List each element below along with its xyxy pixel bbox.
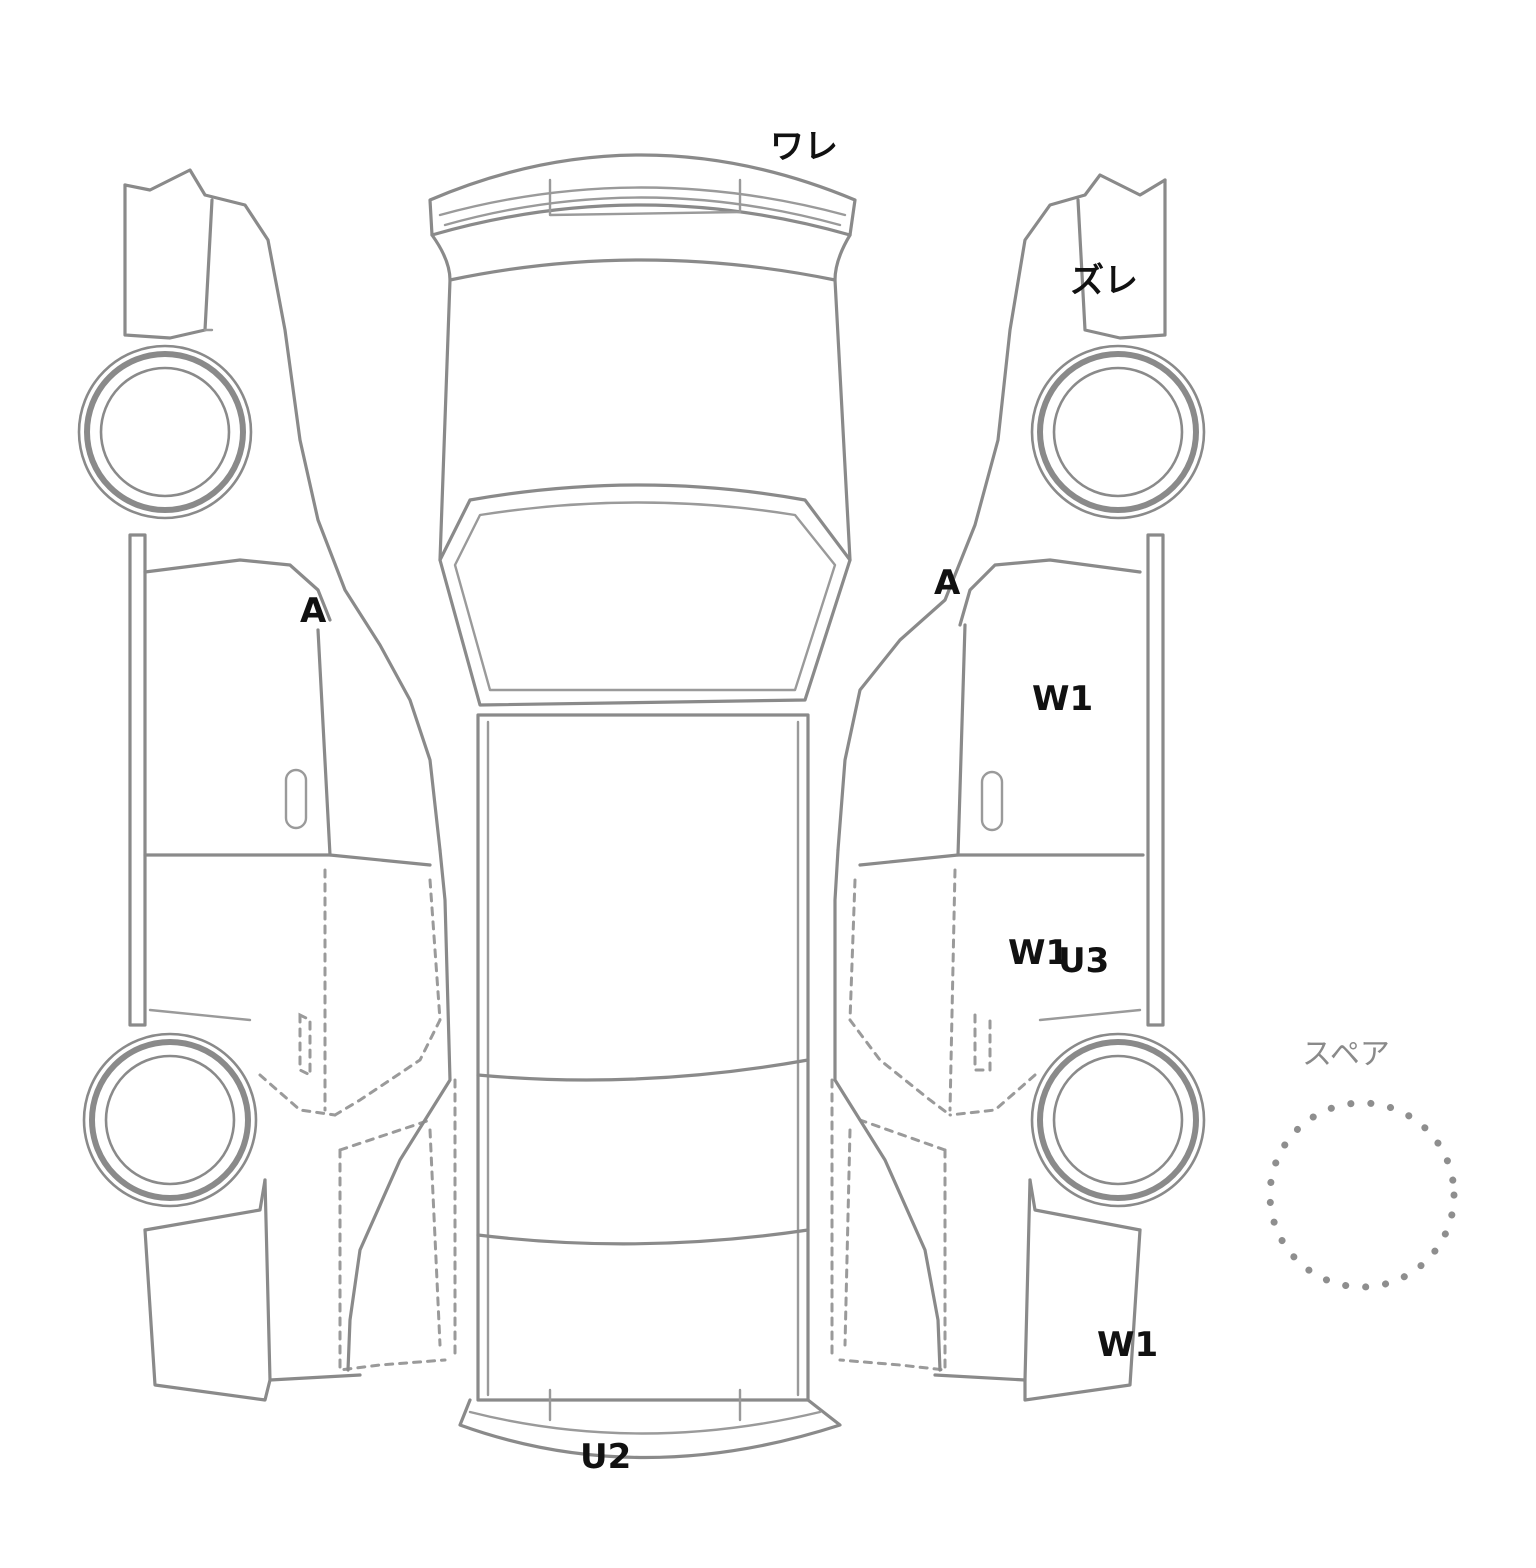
damage-mark-front-bumper: U2 xyxy=(580,1437,632,1477)
damage-mark-right-rear-door-a: W1 xyxy=(1008,933,1070,973)
damage-mark-right-rear-door-b: U3 xyxy=(1058,941,1110,981)
damage-mark-rear-bumper: ワレ xyxy=(770,127,838,167)
damage-mark-left-front-pillar: A xyxy=(300,591,327,631)
damage-mark-right-front-fender: ズレ xyxy=(1070,261,1138,301)
damage-mark-right-front-pillar: A xyxy=(934,563,961,603)
spare-tire-indicator xyxy=(1266,1099,1458,1291)
right-side-view xyxy=(830,173,1206,1402)
top-view xyxy=(428,153,857,1460)
spare-label: スペア xyxy=(1302,1037,1390,1072)
left-side-view xyxy=(77,168,457,1402)
damage-mark-right-rear-quarter: W1 xyxy=(1097,1325,1159,1365)
damage-mark-right-front-door: W1 xyxy=(1032,679,1094,719)
